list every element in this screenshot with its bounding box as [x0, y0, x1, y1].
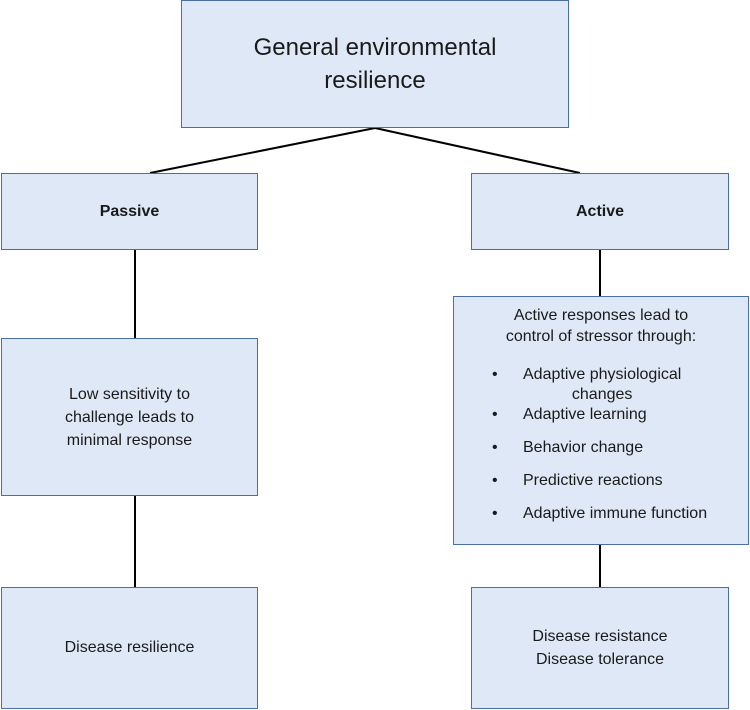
active-node: Active — [471, 173, 729, 250]
active-responses-intro-line2: control of stressor through: — [505, 328, 697, 345]
active-responses-list: • Adaptive physiological changes • Adapt… — [492, 365, 740, 537]
list-item-label: Adaptive physiological — [523, 366, 682, 383]
root-title-line1: General environmental — [253, 34, 497, 61]
bullet-icon: • — [492, 406, 498, 423]
disease-resilience-node: Disease resilience — [1, 587, 258, 709]
root-title-line2: resilience — [324, 67, 426, 94]
disease-resistance-tolerance-node: Disease resistance Disease tolerance — [471, 587, 729, 709]
list-item: • Adaptive physiological changes — [492, 365, 740, 405]
bullet-icon: • — [492, 366, 498, 383]
list-item-label-continued: changes — [571, 386, 633, 403]
passive-title: Passive — [99, 202, 160, 220]
list-item: • Predictive reactions — [492, 471, 740, 504]
bullet-icon: • — [492, 472, 498, 489]
low-sensitivity-line1: Low sensitivity to — [69, 385, 190, 403]
low-sensitivity-line3: minimal response — [66, 431, 193, 449]
disease-tolerance-label: Disease tolerance — [535, 651, 665, 668]
low-sensitivity-line2: challenge leads to — [65, 408, 194, 426]
list-item-label: Predictive reactions — [523, 472, 663, 489]
disease-resilience-label: Disease resilience — [64, 639, 195, 656]
active-title: Active — [575, 202, 625, 220]
connector-root-passive — [149, 127, 376, 174]
list-item: • Adaptive learning — [492, 405, 740, 438]
list-item-label: Behavior change — [523, 439, 644, 456]
passive-node: Passive — [1, 173, 258, 250]
list-item: • Behavior change — [492, 438, 740, 471]
list-item-label: Adaptive learning — [523, 406, 647, 423]
bullet-icon: • — [492, 439, 498, 456]
active-responses-node: Active responses lead to control of stre… — [453, 296, 749, 545]
connector-root-active — [374, 127, 581, 174]
bullet-icon: • — [492, 505, 498, 522]
disease-resistance-label: Disease resistance — [532, 628, 668, 645]
root-node-general-environmental-resilience: General environmental resilience — [181, 0, 569, 128]
list-item: • Adaptive immune function — [492, 504, 740, 537]
low-sensitivity-node: Low sensitivity to challenge leads to mi… — [1, 338, 258, 496]
active-responses-intro-line1: Active responses lead to — [513, 307, 689, 324]
list-item-label: Adaptive immune function — [523, 505, 708, 522]
